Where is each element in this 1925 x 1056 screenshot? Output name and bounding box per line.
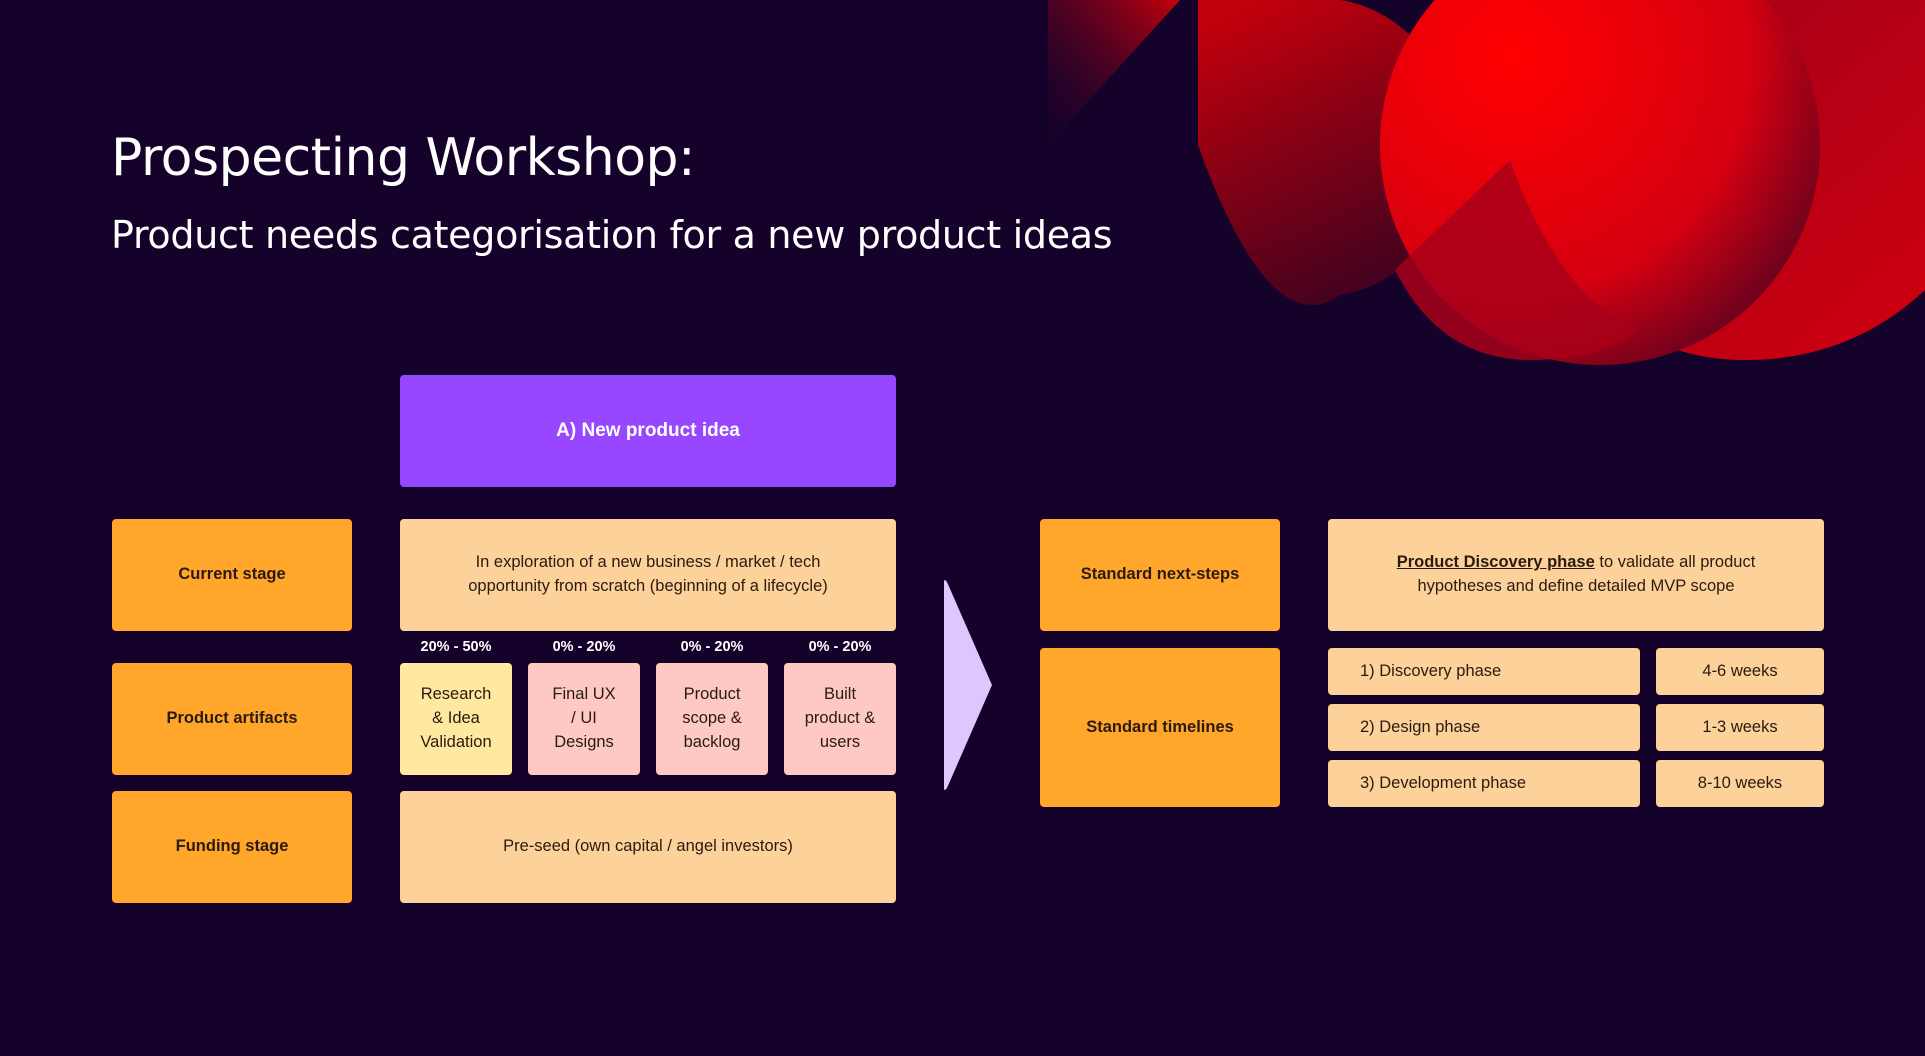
phase-name: 1) Discovery phase [1360,661,1502,680]
next-steps-value: Product Discovery phase to validate all … [1328,519,1824,631]
phase-duration: 4-6 weeks [1656,648,1824,695]
phase-duration-text: 1-3 weeks [1702,717,1778,736]
funding-stage-label: Funding stage [112,791,352,903]
artifact-designs-text: Final UX / UI Designs [552,685,616,751]
phase-duration-text: 8-10 weeks [1697,773,1783,792]
standard-next-steps-label-text: Standard next-steps [1080,565,1240,584]
next-steps-description: to validate all product hypotheses and d… [1417,553,1756,595]
phase-row: 2) Design phase [1328,704,1640,751]
artifact-percent-1: 20% - 50% [420,639,492,655]
next-steps-text: Product Discovery phase to validate all … [1388,551,1764,599]
current-stage-text: In exploration of a new business / marke… [468,553,828,595]
artifact-built-product: Built product & users [784,663,896,775]
phase-name: 3) Development phase [1360,773,1527,792]
phase-row: 3) Development phase [1328,760,1640,807]
funding-stage-value: Pre-seed (own capital / angel investors) [400,791,896,903]
product-artifacts-label: Product artifacts [112,663,352,775]
artifact-percent-3: 0% - 20% [680,639,744,655]
new-product-idea-header: A) New product idea [400,375,896,487]
column-heading: A) New product idea [556,420,740,442]
phase-duration-text: 4-6 weeks [1702,661,1778,680]
artifact-research-text: Research & Idea Validation [420,685,492,751]
chevron-arrow-icon [944,580,992,790]
artifact-scope: Product scope & backlog [656,663,768,775]
standard-next-steps-label: Standard next-steps [1040,519,1280,631]
artifact-scope-text: Product scope & backlog [682,685,742,751]
phase-row: 1) Discovery phase [1328,648,1640,695]
phase-duration: 1-3 weeks [1656,704,1824,751]
artifact-research: Research & Idea Validation [400,663,512,775]
funding-stage-text: Pre-seed (own capital / angel investors) [503,837,793,856]
product-artifacts-label-text: Product artifacts [166,709,298,728]
funding-stage-label-text: Funding stage [175,837,289,856]
standard-timelines-label: Standard timelines [1040,648,1280,807]
artifact-designs: Final UX / UI Designs [528,663,640,775]
artifact-built-product-text: Built product & users [804,685,876,751]
page-title: Prospecting Workshop: [111,128,696,188]
current-stage-label: Current stage [112,519,352,631]
current-stage-value: In exploration of a new business / marke… [400,519,896,631]
phase-duration: 8-10 weeks [1656,760,1824,807]
current-stage-label-text: Current stage [178,565,286,584]
standard-timelines-label-text: Standard timelines [1086,717,1234,736]
product-discovery-link[interactable]: Product Discovery phase [1396,553,1595,572]
phase-name: 2) Design phase [1360,717,1481,736]
page-subtitle: Product needs categorisation for a new p… [111,213,1113,257]
artifact-percent-2: 0% - 20% [552,639,616,655]
artifact-percent-4: 0% - 20% [808,639,872,655]
